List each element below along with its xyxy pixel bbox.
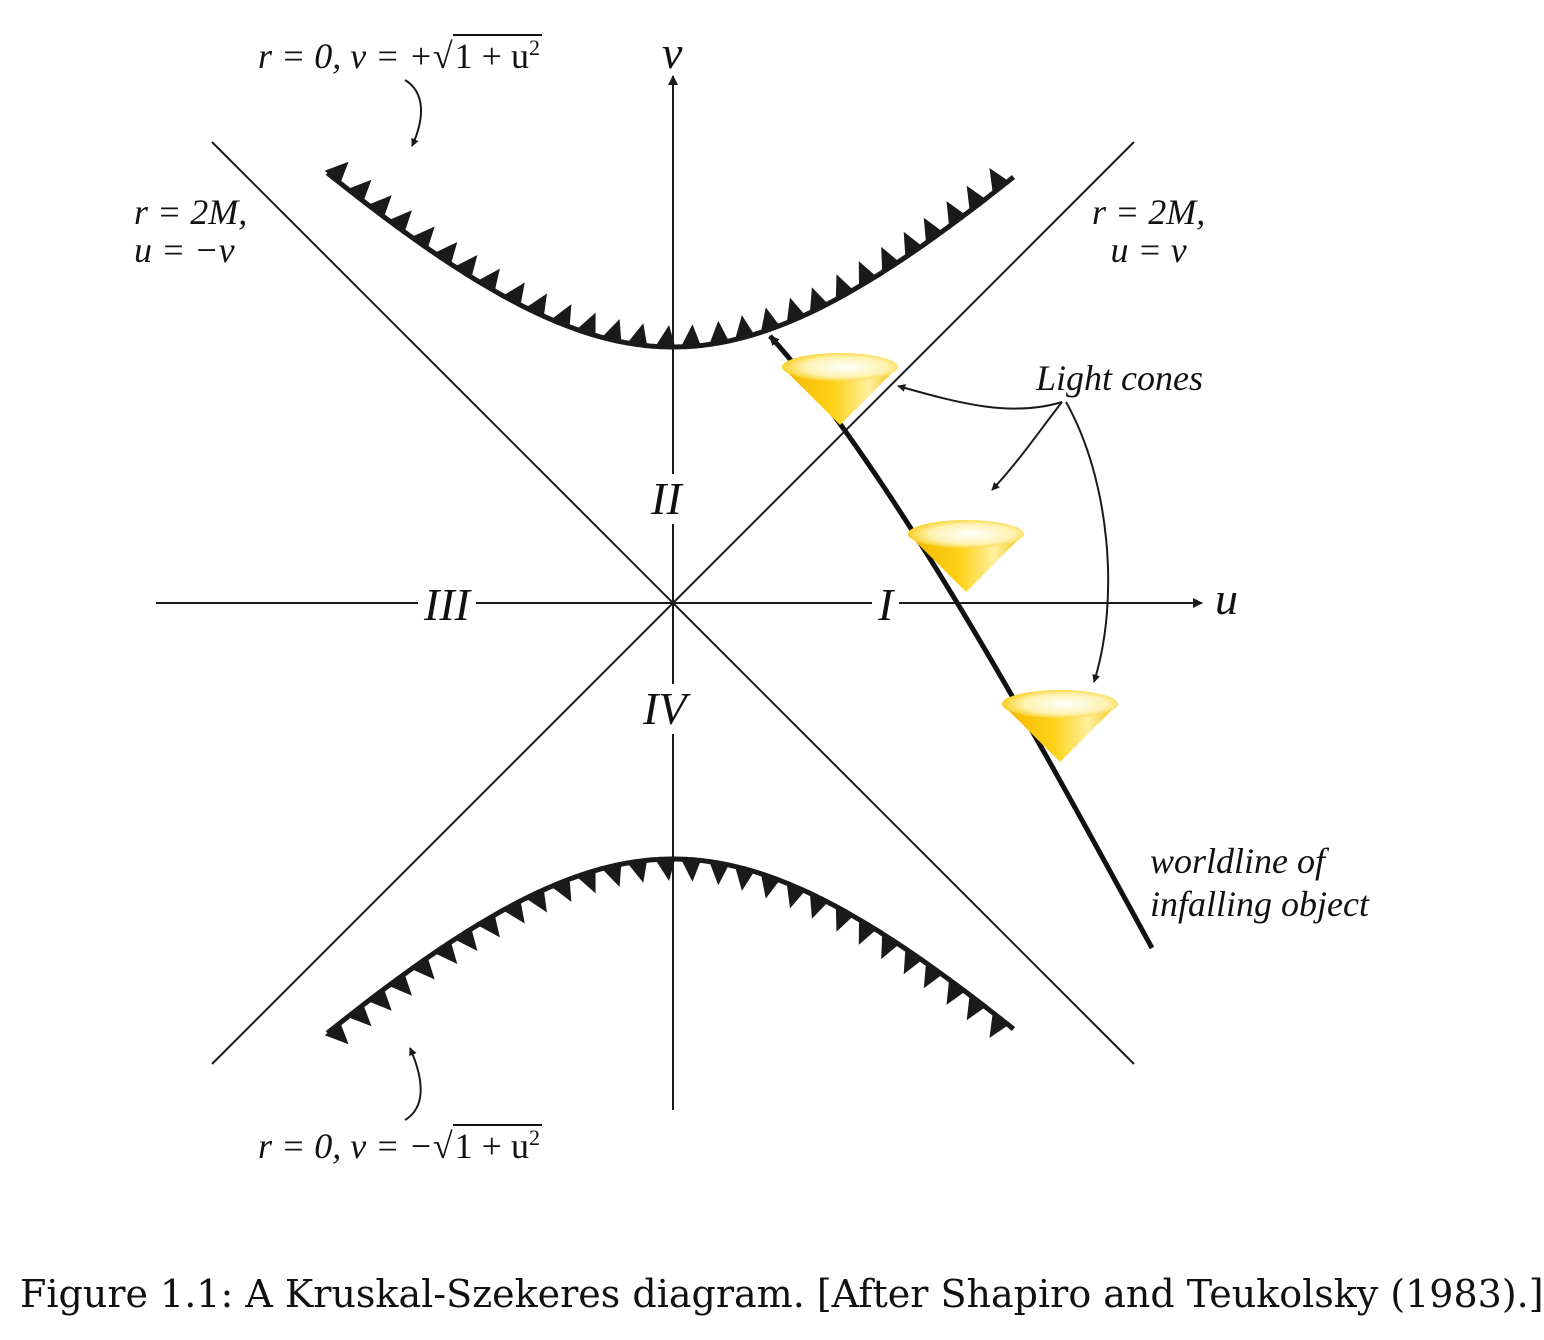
singularity-top	[324, 161, 1016, 350]
singularity-bottom	[324, 856, 1016, 1045]
singularity-tooth	[786, 883, 806, 909]
worldline-label-line1: worldline of	[1150, 841, 1326, 881]
singularity-tooth	[347, 179, 372, 202]
singularity-tooth	[946, 979, 966, 1005]
singularity-tooth	[881, 933, 899, 960]
singularity-tooth	[680, 859, 701, 882]
worldline-label-line2: infalling object	[1150, 884, 1369, 925]
singularity-tooth	[525, 889, 547, 913]
singularity-tooth	[835, 274, 854, 300]
region-label-III: III	[418, 580, 476, 630]
singularity-bottom-prefix: r = 0, v = −	[258, 1126, 433, 1166]
singularity-tooth	[454, 255, 478, 278]
singularity-top-label: r = 0, v = +√1 + u2	[258, 34, 542, 76]
singularity-tooth	[809, 287, 828, 313]
horizon-left-line1: r = 2M,	[134, 192, 248, 232]
singularity-top-radicand: 1 + u	[454, 36, 529, 76]
singularity-top-arrow	[404, 79, 423, 147]
light-cones-label: Light cones	[1036, 358, 1203, 398]
region-label-IV: IV	[637, 684, 693, 734]
singularity-bottom-label: r = 0, v = −√1 + u2	[258, 1124, 542, 1166]
singularity-tooth	[735, 866, 755, 891]
singularity-tooth	[601, 319, 622, 342]
singularity-curve	[325, 856, 1016, 1036]
horizon-right-line1: r = 2M,	[1092, 192, 1206, 232]
light-cone-middle	[908, 520, 1024, 592]
singularity-tooth	[680, 324, 701, 347]
singularity-tooth	[966, 994, 986, 1021]
singularity-tooth	[989, 1012, 1009, 1038]
u-axis-label: u	[1215, 573, 1238, 624]
singularity-tooth	[434, 941, 458, 964]
singularity-tooth	[347, 1004, 372, 1027]
region-label-II: II	[645, 474, 688, 524]
horizon-label-left: r = 2M, u = −v	[134, 192, 248, 270]
singularity-tooth	[525, 293, 547, 317]
singularity-tooth	[551, 878, 572, 902]
light-cones-arrow-upper	[897, 384, 1063, 410]
singularity-tooth	[502, 282, 525, 306]
region-label-I: I	[872, 580, 900, 630]
singularity-tooth	[903, 231, 922, 258]
singularity-tooth	[709, 861, 729, 886]
worldline-label: worldline of infalling object	[1150, 840, 1369, 926]
singularity-tooth	[809, 893, 828, 919]
horizon-label-right: r = 2M, u = v	[1092, 192, 1206, 270]
singularity-tooth	[368, 989, 392, 1011]
singularity-bottom-radicand: 1 + u	[454, 1126, 529, 1166]
sqrt-symbol: √	[432, 36, 453, 76]
light-cone-lower	[1002, 690, 1118, 762]
singularity-tooth	[411, 957, 435, 980]
singularity-tooth	[576, 312, 596, 336]
singularity-tooth	[760, 873, 780, 899]
singularity-tooth	[324, 1022, 349, 1045]
singularity-tooth	[923, 217, 943, 244]
singularity-tooth	[923, 962, 943, 989]
singularity-tooth	[368, 195, 392, 217]
singularity-tooth	[411, 226, 435, 249]
singularity-tooth	[434, 242, 458, 265]
kruskal-szekeres-diagram	[156, 75, 1203, 1121]
figure-caption: Figure 1.1: A Kruskal-Szekeres diagram. …	[20, 1272, 1544, 1316]
singularity-tooth	[966, 185, 986, 212]
singularity-tooth	[324, 161, 349, 184]
light-cone-upper	[782, 353, 898, 425]
singularity-tooth	[858, 919, 877, 945]
singularity-bottom-exponent: 2	[528, 1125, 540, 1150]
singularity-tooth	[477, 268, 500, 292]
singularity-tooth	[786, 297, 806, 323]
singularity-tooth	[627, 323, 648, 346]
singularity-tooth	[388, 210, 412, 233]
singularity-tooth	[903, 948, 922, 975]
singularity-tooth	[858, 261, 877, 287]
worldline-curve	[768, 334, 1155, 950]
singularity-tooth	[454, 928, 478, 951]
singularity-top-exponent: 2	[528, 35, 540, 60]
singularity-tooth	[502, 900, 525, 924]
singularity-tooth	[835, 906, 854, 932]
singularity-tooth	[989, 168, 1009, 194]
v-axis-label: v	[662, 27, 683, 78]
singularity-tooth	[627, 860, 648, 883]
singularity-tooth	[576, 870, 596, 894]
singularity-tooth	[655, 325, 676, 348]
light-cones-arrow-lower	[1065, 401, 1110, 683]
singularity-curve	[325, 170, 1016, 350]
singularity-tooth	[601, 864, 622, 887]
singularity-tooth	[388, 973, 412, 996]
singularity-tooth	[655, 858, 676, 881]
singularity-tooth	[881, 246, 899, 273]
sqrt-symbol: √	[432, 1126, 453, 1166]
horizon-right-line2: u = v	[1110, 229, 1187, 270]
singularity-bottom-arrow	[404, 1047, 422, 1121]
singularity-tooth	[551, 304, 572, 328]
singularity-tooth	[477, 914, 500, 938]
singularity-tooth	[946, 201, 966, 227]
singularity-tooth	[735, 315, 755, 340]
light-cones-arrow-middle	[991, 401, 1063, 491]
singularity-tooth	[709, 320, 729, 345]
horizon-left-line2: u = −v	[134, 229, 235, 270]
singularity-top-prefix: r = 0, v = +	[258, 36, 433, 76]
singularity-tooth	[760, 307, 780, 333]
